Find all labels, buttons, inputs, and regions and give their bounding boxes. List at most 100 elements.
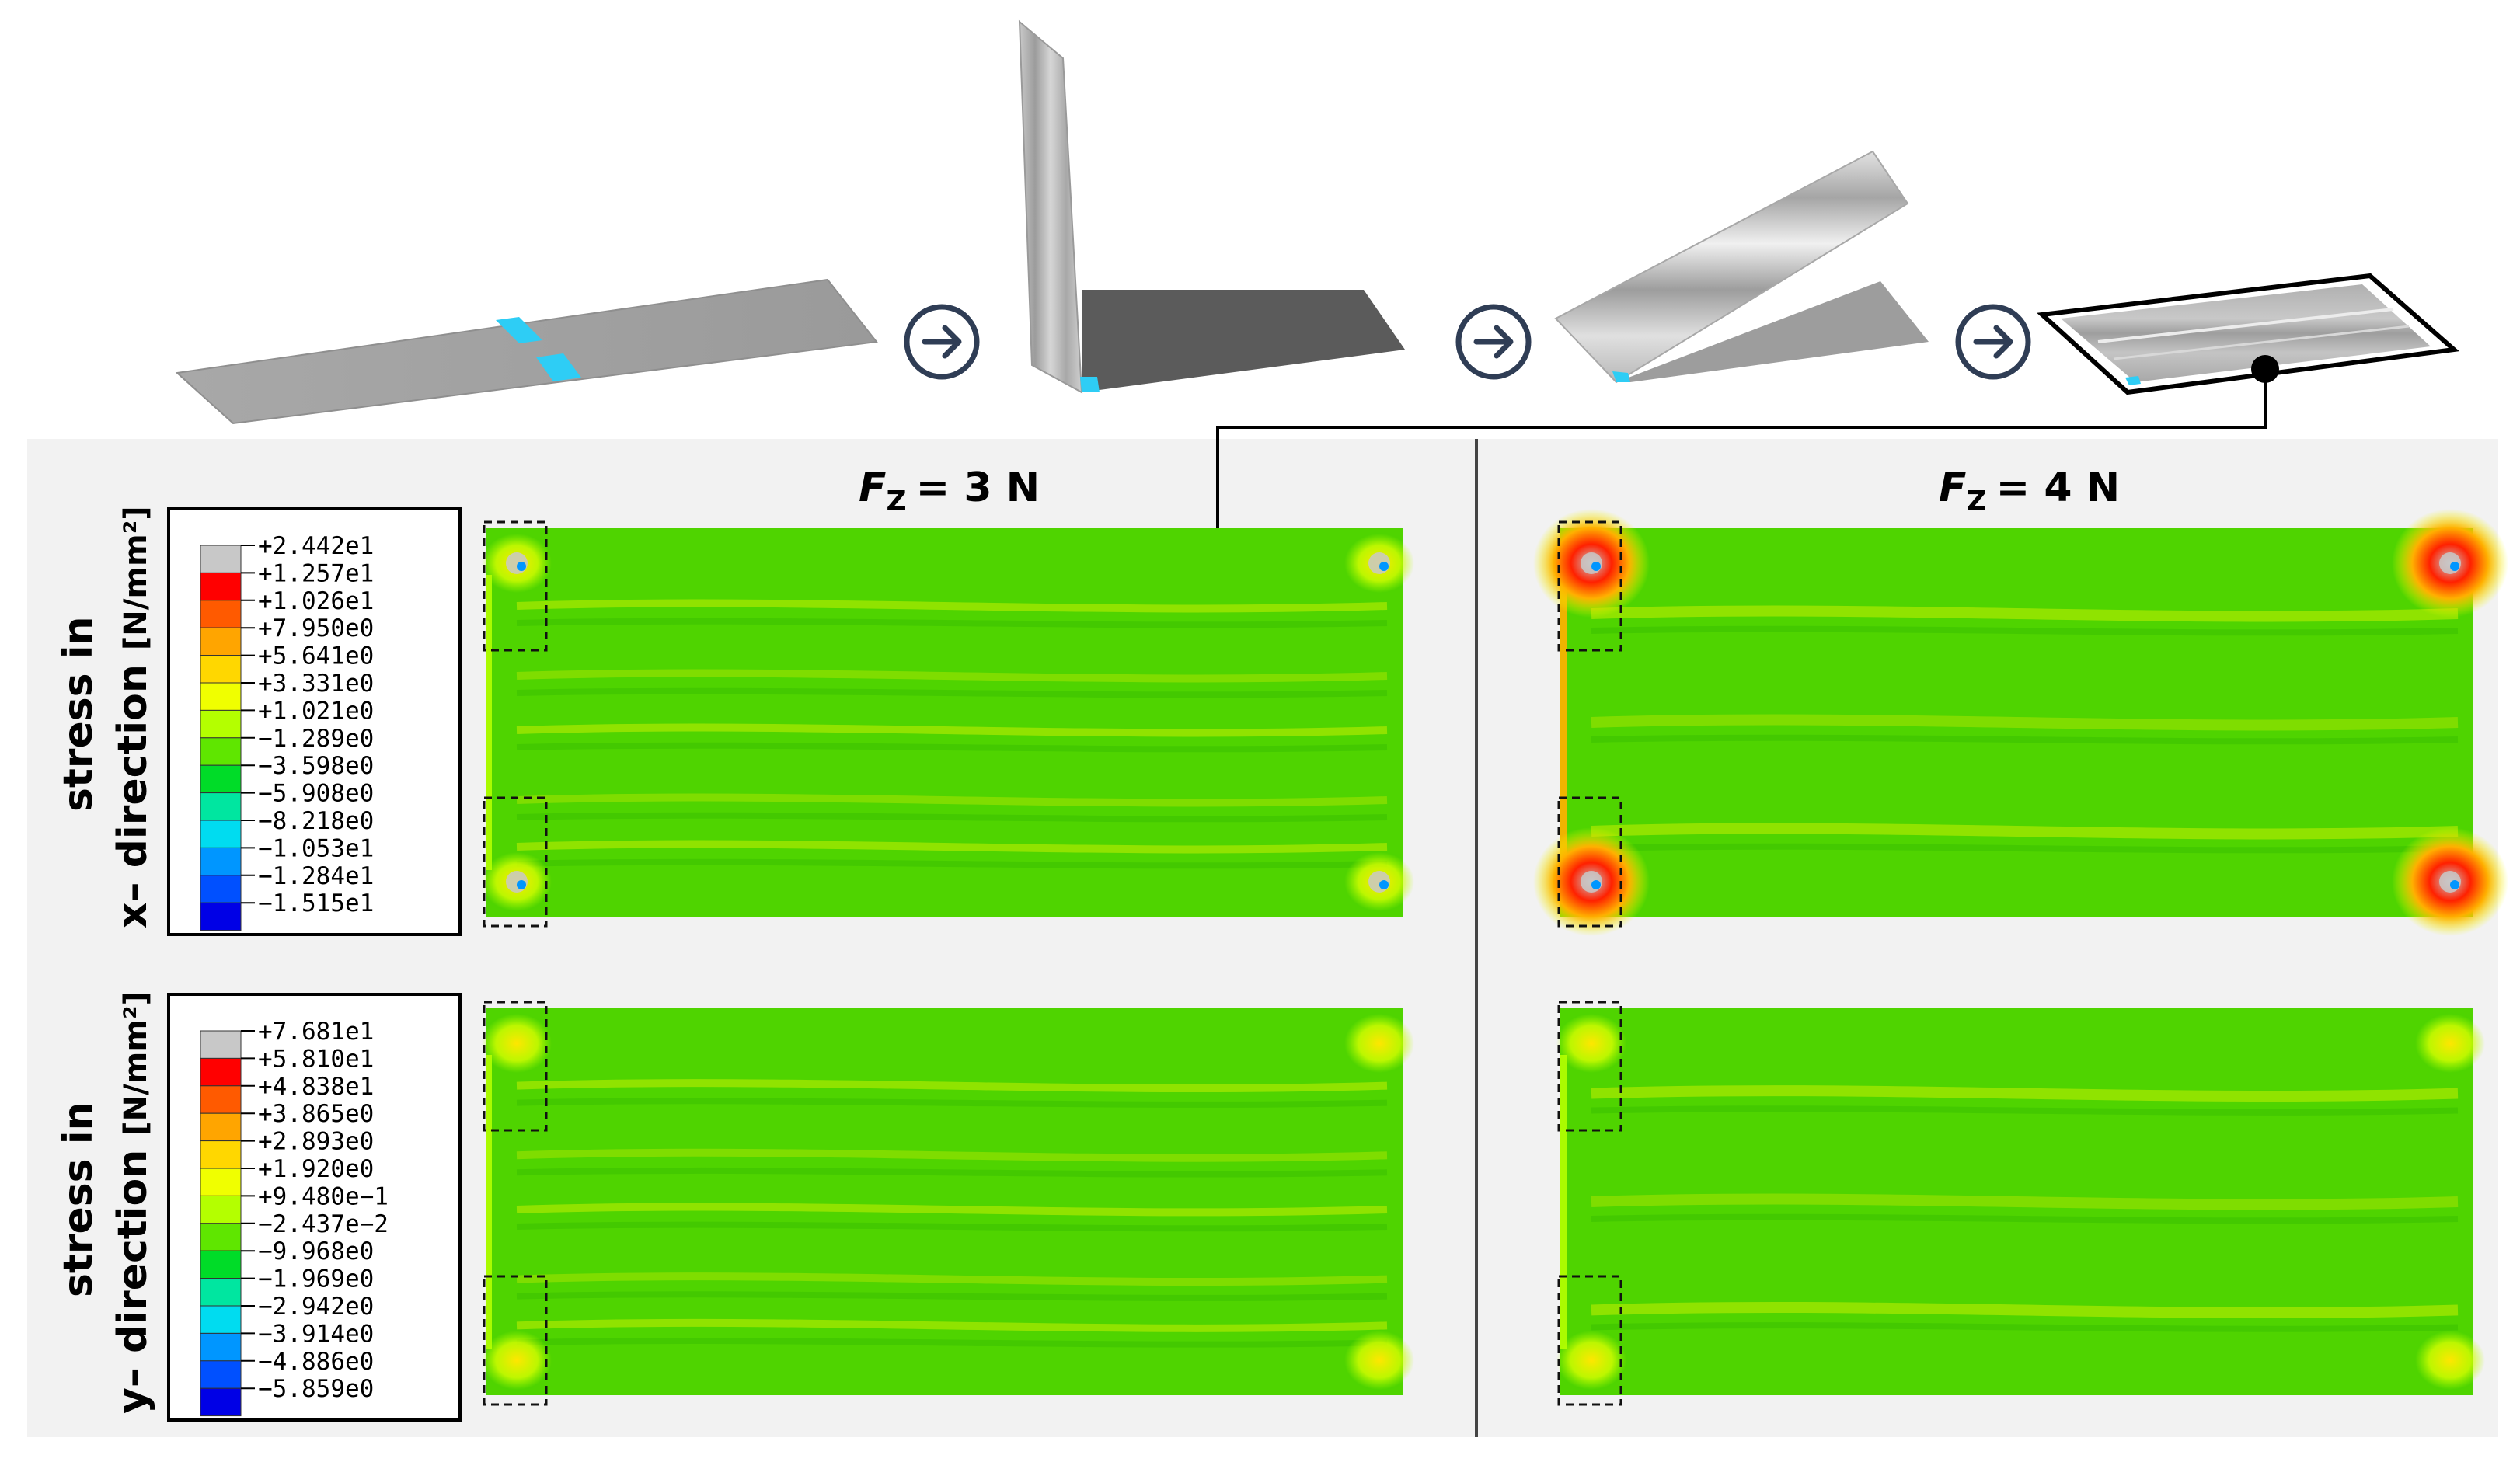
legend-label: −5.859e0 (258, 1375, 374, 1403)
flat-strip-shape (175, 278, 878, 425)
legend-swatch (200, 1278, 242, 1307)
row-title-y-2: y– direction [N/mm²] (110, 991, 156, 1414)
legend-swatch (200, 1195, 242, 1224)
strip-marker-upper (496, 317, 542, 343)
fold-marker (1080, 377, 1100, 392)
tilt-base (1616, 281, 1929, 382)
legend-swatch (200, 1057, 242, 1087)
legend-swatch (200, 600, 242, 628)
legend-swatch (200, 709, 242, 739)
legend-swatch (200, 1030, 242, 1059)
legend-swatch (200, 820, 242, 848)
folded-base (1082, 290, 1405, 392)
legend-swatch (200, 1305, 242, 1334)
legend-swatch (200, 1112, 242, 1142)
legend-x: +2.442e1+1.257e1+1.026e1+7.950e0+5.641e0… (167, 507, 462, 936)
region-box (483, 1275, 548, 1406)
legend-label: +4.838e1 (258, 1073, 374, 1101)
legend-label: +1.920e0 (258, 1155, 374, 1183)
arrow-right-circle-icon (904, 304, 980, 380)
stress-field-plot (1533, 509, 2508, 936)
region-box (483, 796, 548, 928)
tilt-marker (1612, 371, 1630, 382)
legend-label: +3.865e0 (258, 1100, 374, 1128)
legend-swatch (200, 764, 242, 794)
legend-swatch (200, 1085, 242, 1114)
region-box (1557, 1275, 1622, 1406)
step-folded-up (1018, 19, 1405, 394)
legend-label: −1.053e1 (258, 834, 374, 862)
legend-label: +2.442e1 (258, 532, 374, 560)
legend-label: −5.908e0 (258, 780, 374, 808)
legend-swatch (200, 1168, 242, 1196)
legend-swatch (200, 1250, 242, 1279)
strip-marker-lower (536, 353, 581, 381)
legend-swatch (200, 875, 242, 903)
legend-swatch (200, 545, 242, 573)
legend-label: −3.598e0 (258, 752, 374, 780)
legend-label: +1.026e1 (258, 587, 374, 615)
stress-fields (482, 509, 2508, 1406)
folded-upright (1018, 19, 1083, 394)
stress-field-plot (1556, 1001, 2485, 1406)
legend-swatch (200, 902, 242, 931)
row-title-x: stress in (55, 616, 102, 812)
legend-label: +5.641e0 (258, 642, 374, 670)
legend-swatch (200, 682, 242, 711)
stress-field-plot (482, 1001, 1414, 1406)
legend-label: +9.480e−1 (258, 1182, 389, 1210)
legend-swatch (200, 1140, 242, 1169)
legend-label: +1.257e1 (258, 559, 374, 587)
stress-field-plot (482, 520, 1414, 928)
legend-y: +7.681e1+5.810e1+4.838e1+3.865e0+2.893e0… (167, 993, 462, 1422)
region-box (1557, 796, 1622, 928)
arrow-right-circle-icon (1955, 304, 2031, 380)
tilt-flap (1554, 150, 1909, 384)
region-box (1557, 1001, 1622, 1132)
step-folding-down (1554, 150, 1929, 384)
legend-label: −2.437e−2 (258, 1210, 389, 1238)
legend-swatch (200, 847, 242, 876)
region-box (483, 1001, 548, 1132)
row-title-x-2: x– direction [N/mm²] (110, 506, 156, 929)
column-header-3n: FZ= 3 N (859, 465, 1040, 517)
legend-label: +5.810e1 (258, 1045, 374, 1073)
legend-swatch (200, 627, 242, 656)
arrow-right-circle-icon (1455, 304, 1532, 380)
flat-marker (2125, 376, 2141, 385)
row-title-x-line1: stress in (55, 616, 102, 812)
legend-swatch (200, 1360, 242, 1389)
region-box (1557, 520, 1622, 652)
legend-label: +1.021e0 (258, 697, 374, 725)
legend-swatch (200, 655, 242, 684)
region-box (483, 520, 548, 652)
legend-label: −1.515e1 (258, 889, 374, 917)
legend-label: −1.289e0 (258, 725, 374, 753)
legend-label: +7.681e1 (258, 1018, 374, 1046)
row-title-y: stress in (55, 1102, 102, 1297)
legend-swatch (200, 572, 242, 601)
step-folded-flat (2037, 273, 2459, 395)
legend-swatch (200, 792, 242, 821)
legend-swatch (200, 1332, 242, 1362)
legend-label: −9.968e0 (258, 1237, 374, 1265)
legend-label: −3.914e0 (258, 1320, 374, 1348)
legend-swatch (200, 1223, 242, 1251)
legend-swatch (200, 1387, 242, 1417)
legend-label: −1.969e0 (258, 1265, 374, 1293)
step-flat-strip (175, 278, 878, 425)
legend-label: −1.284e1 (258, 862, 374, 890)
legend-label: −2.942e0 (258, 1293, 374, 1321)
legend-label: +3.331e0 (258, 670, 374, 698)
svg-text:x– direction [N/mm²]: x– direction [N/mm²] (110, 506, 156, 929)
legend-label: −4.886e0 (258, 1348, 374, 1376)
column-header-4n: FZ= 4 N (1939, 465, 2120, 517)
legend-label: −8.218e0 (258, 807, 374, 835)
legend-label: +7.950e0 (258, 614, 374, 642)
svg-text:stress in: stress in (55, 1102, 102, 1297)
svg-text:y– direction [N/mm²]: y– direction [N/mm²] (110, 991, 156, 1414)
flat-sheet (2061, 284, 2431, 382)
process-steps (175, 19, 2459, 528)
